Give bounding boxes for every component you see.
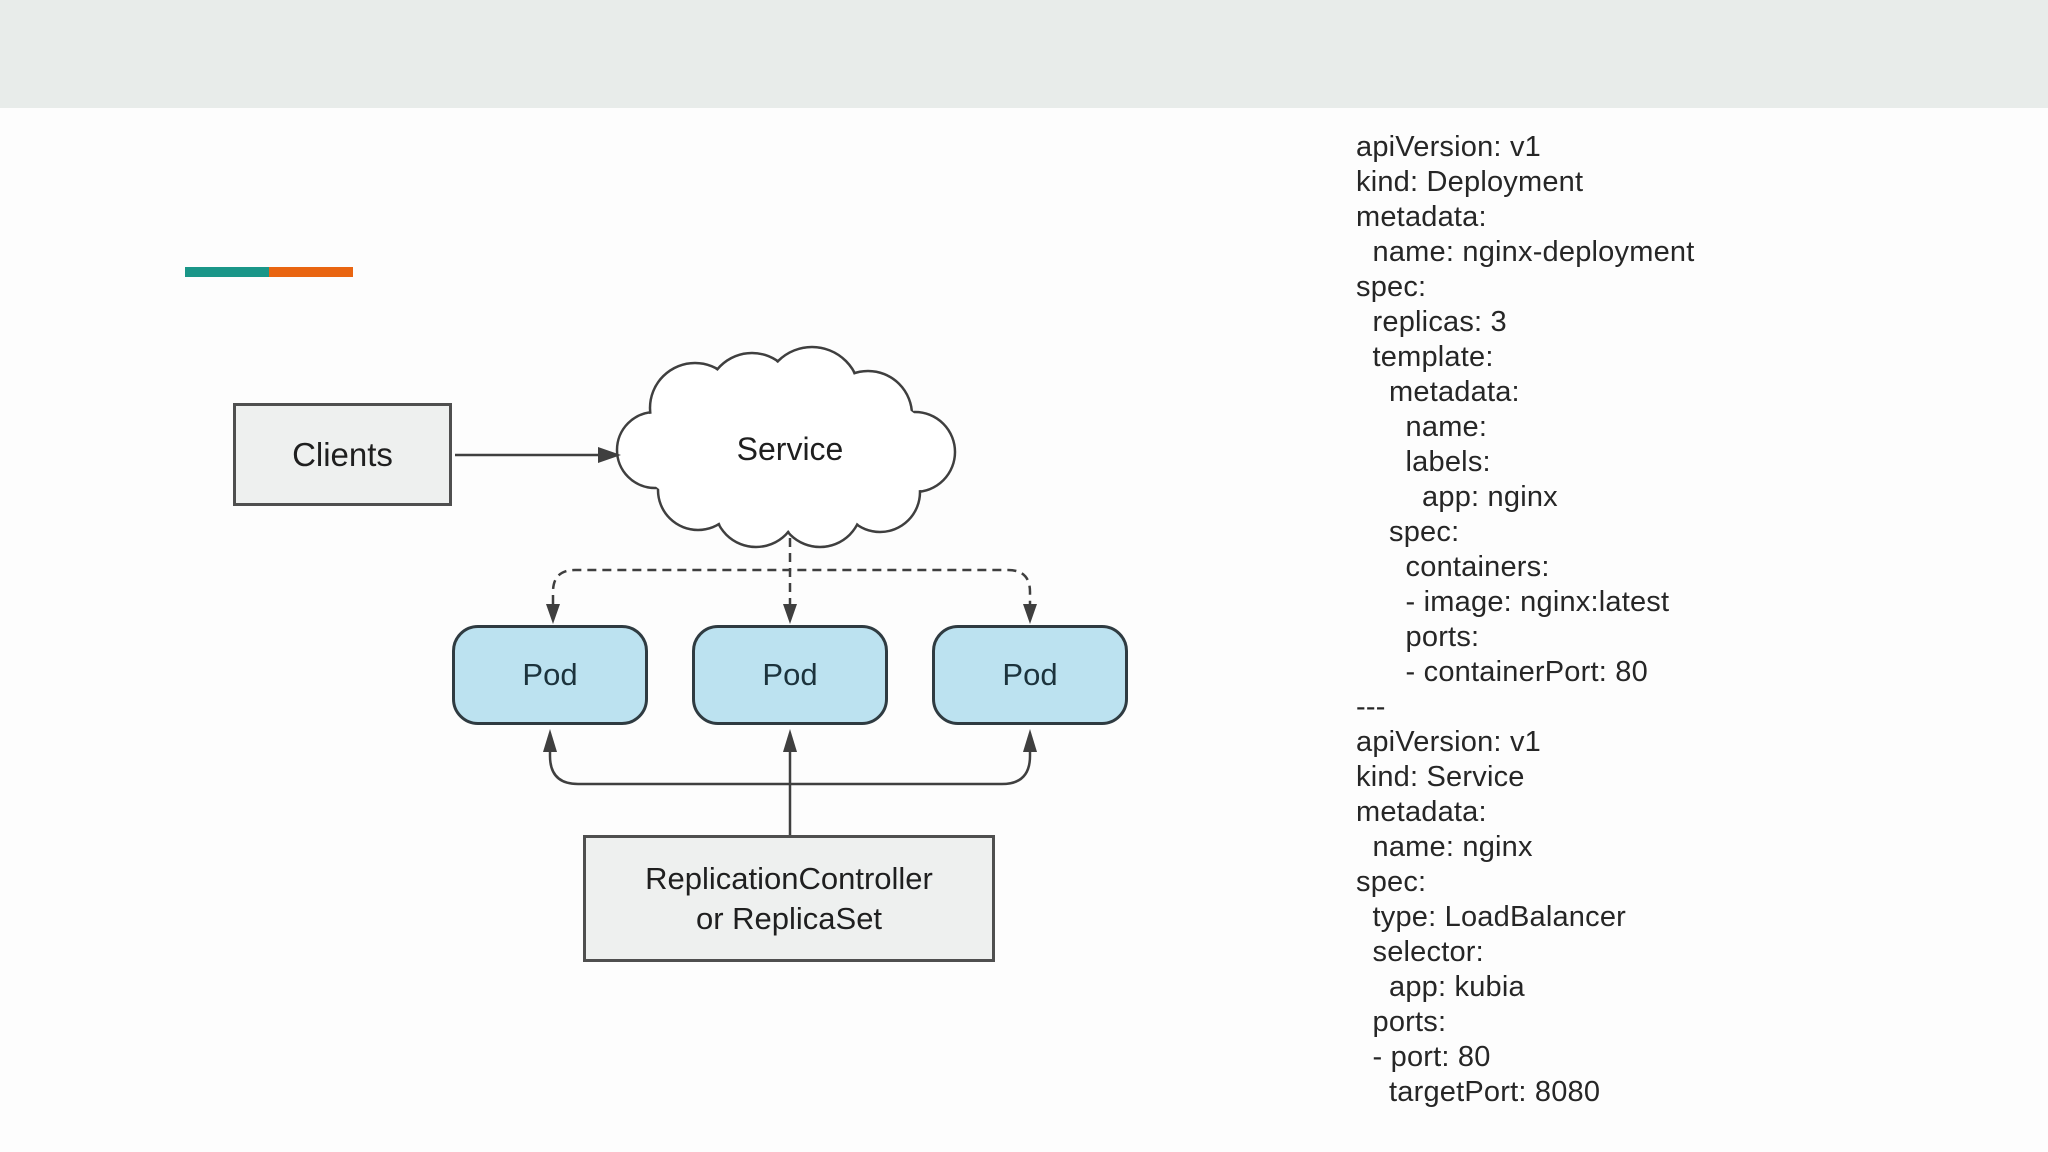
pod-label: Pod [762,657,818,692]
solid-arrowhead-pod1 [543,729,557,752]
pod-label: Pod [1002,657,1058,692]
pod-label: Pod [522,657,578,692]
service-to-pods-dashed-lines [551,538,1032,604]
solid-arrowhead-pod2 [783,729,797,752]
accent-bar-orange-segment [269,267,353,277]
accent-bar-teal-segment [185,267,269,277]
service-cloud-fill [618,348,954,546]
clients-box: Clients [233,403,452,506]
accent-bar [185,267,353,277]
dashed-arrowhead-pod1 [546,604,560,624]
dashed-arrowhead-pod2 [783,604,797,624]
controller-label-line2: or ReplicaSet [695,900,883,936]
service-label: Service [736,431,844,467]
clients-label: Clients [292,435,393,473]
controller-label-line1: ReplicationController [645,860,933,896]
replication-controller-box: ReplicationController or ReplicaSet [583,835,995,962]
top-band [0,0,2048,108]
controller-to-pods-lines [548,752,1032,838]
dashed-arrowhead-pod3 [1023,604,1037,624]
pod-box-1: Pod [452,625,648,725]
yaml-manifest-text: apiVersion: v1 kind: Deployment metadata… [1356,131,1695,1108]
clients-to-service-arrowhead [598,447,621,463]
pod-box-2: Pod [692,625,888,725]
solid-arrowhead-pod3 [1023,729,1037,752]
pod-box-3: Pod [932,625,1128,725]
